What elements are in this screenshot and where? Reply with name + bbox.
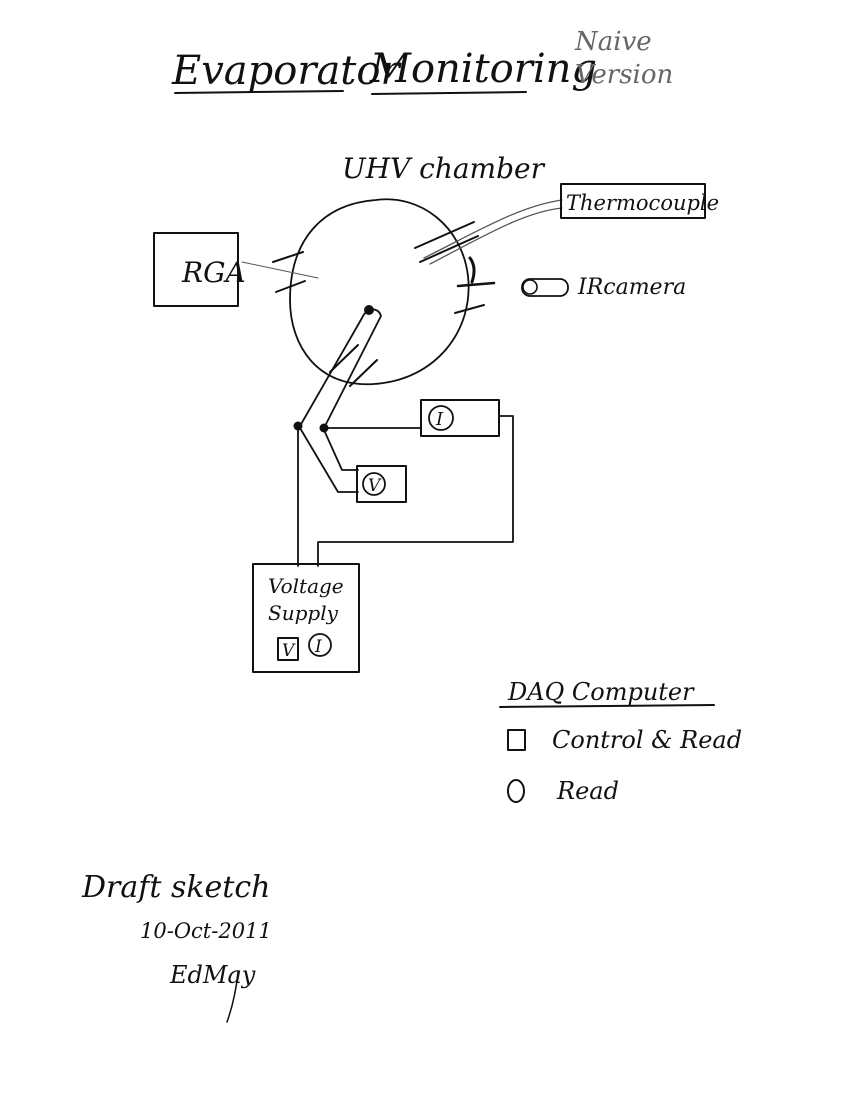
chamber-label: UHV chamber xyxy=(342,152,546,185)
uhv-chamber xyxy=(289,198,470,386)
version-note-line1: Naive xyxy=(574,27,652,57)
thermocouple-wire-2 xyxy=(429,207,563,265)
title-underline-1 xyxy=(174,90,344,94)
voltage-supply-box xyxy=(252,563,360,673)
thermocouple-box xyxy=(560,183,706,219)
legend-title-underline xyxy=(499,704,715,708)
title-underline-2 xyxy=(371,91,527,95)
ir-viewport-flange xyxy=(454,304,485,314)
thermocouple-label: Thermocouple xyxy=(566,191,719,215)
supply-current-label: I xyxy=(314,637,322,657)
supply-return-wire xyxy=(317,415,514,567)
thermocouple-flange-top xyxy=(414,221,475,249)
voltage-meter-label: V xyxy=(368,476,382,496)
legend-item-read: Read xyxy=(556,777,619,805)
voltage-supply-label-1: Voltage xyxy=(268,574,344,598)
sample-holder-base xyxy=(456,281,496,288)
current-meter-label: I xyxy=(435,409,444,430)
evaporator-tip xyxy=(364,305,374,315)
footer-draft-sketch: Draft sketch xyxy=(81,870,270,905)
current-meter-circle xyxy=(428,405,454,431)
current-meter-box xyxy=(420,399,500,437)
voltage-meter-lead-right xyxy=(323,429,359,471)
rga-box xyxy=(153,232,239,307)
sample-holder xyxy=(468,256,476,284)
rga-label: RGA xyxy=(181,256,246,289)
rga-port-flange-bottom xyxy=(275,280,306,293)
footer-date: 10-Oct-2011 xyxy=(140,919,272,943)
rga-probe xyxy=(241,261,319,279)
legend-title: DAQ Computer xyxy=(507,678,695,706)
legend-square-symbol xyxy=(507,729,526,751)
voltage-meter-box xyxy=(356,465,407,503)
legend-item-control-read: Control & Read xyxy=(552,726,742,754)
title-word-evaporator: Evaporator xyxy=(171,48,402,94)
ir-camera-lens xyxy=(522,279,538,295)
version-note-line2: Version xyxy=(575,60,673,90)
rga-port-flange-top xyxy=(272,251,304,263)
supply-voltage-control-square xyxy=(277,637,299,661)
thermocouple-wire-1 xyxy=(423,199,563,259)
supply-voltage-label: V xyxy=(282,641,296,661)
thermocouple-flange-bottom xyxy=(419,235,479,263)
footer-author: EdMay xyxy=(169,961,256,989)
rod-flange-right xyxy=(349,359,378,387)
title-word-monitoring: Monitoring xyxy=(369,46,597,92)
ir-camera-label: IRcamera xyxy=(577,275,686,300)
voltage-meter-lead-left xyxy=(299,427,359,493)
voltage-meter-circle xyxy=(362,472,386,496)
legend-circle-symbol xyxy=(507,779,525,803)
supply-current-read-circle xyxy=(308,633,332,657)
ir-camera-body xyxy=(521,278,569,297)
signature-flourish xyxy=(226,971,239,1023)
voltage-supply-label-2: Supply xyxy=(268,601,339,625)
rod-flange-left xyxy=(329,344,359,373)
